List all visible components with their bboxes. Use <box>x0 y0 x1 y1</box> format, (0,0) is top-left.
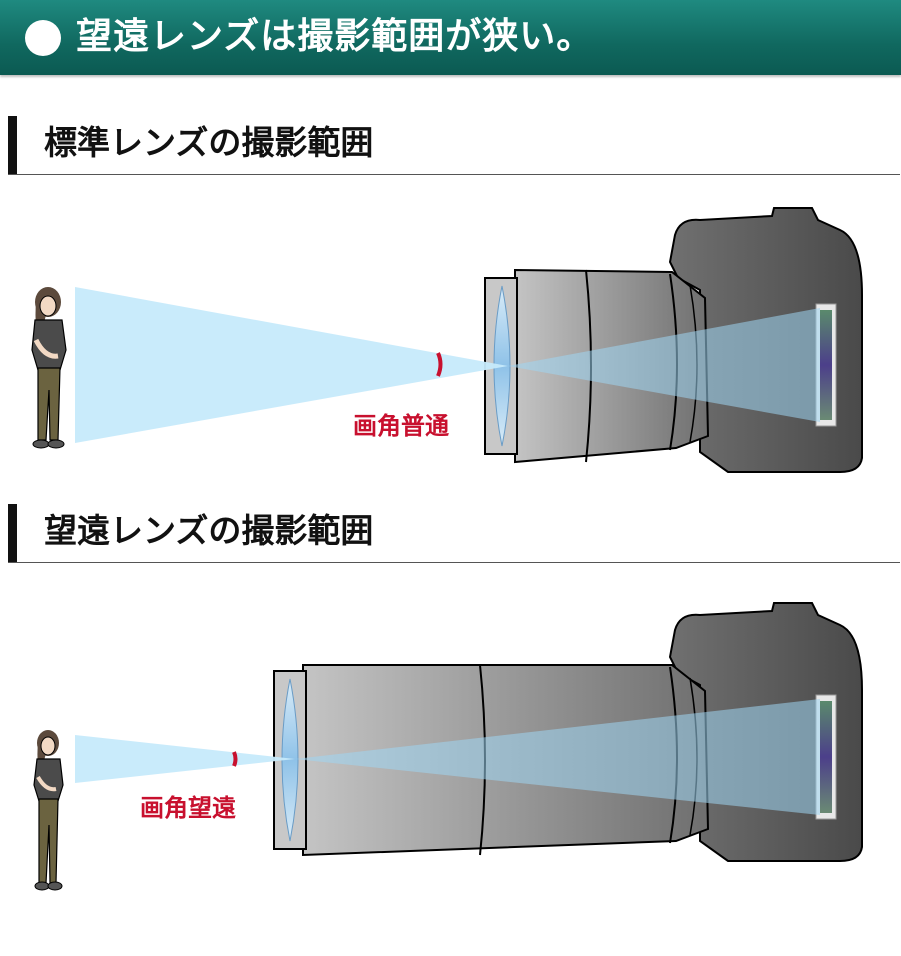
standard-lens-diagram: 画角普通 <box>31 207 863 473</box>
section-heading-standard: 標準レンズの撮影範囲 <box>0 116 901 176</box>
heading-bar <box>8 504 17 562</box>
heading-bar <box>8 116 17 174</box>
section-title-standard: 標準レンズの撮影範囲 <box>44 123 374 162</box>
section-heading-telephoto: 望遠レンズの撮影範囲 <box>0 504 901 564</box>
view-cone <box>75 287 508 443</box>
header-banner: 望遠レンズは撮影範囲が狭い。 <box>0 0 901 75</box>
person-figure <box>31 287 67 449</box>
bullet-icon <box>25 20 61 56</box>
image-beam <box>295 699 820 815</box>
image-beam <box>508 308 820 422</box>
heading-rule <box>8 562 900 563</box>
person-figure <box>33 730 64 891</box>
view-cone <box>75 735 295 783</box>
banner-title: 望遠レンズは撮影範囲が狭い。 <box>76 16 594 57</box>
heading-rule <box>8 174 900 175</box>
angle-arc <box>232 751 238 767</box>
telephoto-lens-diagram: 画角望遠 <box>33 602 863 891</box>
angle-label-standard: 画角普通 <box>353 412 449 440</box>
section-title-telephoto: 望遠レンズの撮影範囲 <box>44 511 374 550</box>
angle-arc <box>436 352 443 377</box>
angle-label-telephoto: 画角望遠 <box>140 794 236 822</box>
